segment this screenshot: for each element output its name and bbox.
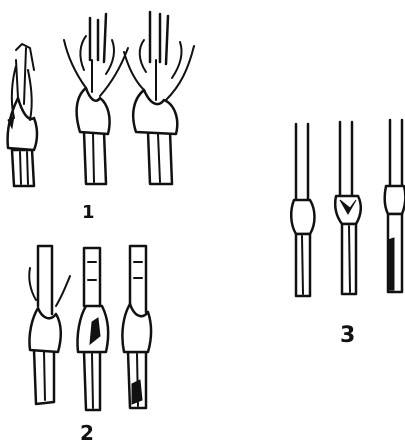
group-1: 1 <box>8 12 194 223</box>
group-3-stage-c <box>385 120 405 292</box>
group-1-label: 1 <box>82 202 95 223</box>
group-2-label: 2 <box>80 421 94 441</box>
group-1-stage-a <box>8 44 37 186</box>
group-1-stage-c <box>124 12 194 184</box>
group-3-label: 3 <box>340 323 355 348</box>
group-2-stage-c <box>122 246 151 408</box>
group-3: 3 <box>291 120 405 348</box>
group-3-stage-b <box>335 122 361 294</box>
group-2: 2 <box>29 246 151 441</box>
group-2-stage-b <box>77 248 108 410</box>
group-2-stage-a <box>29 246 70 404</box>
group-1-stage-b <box>64 14 128 184</box>
group-3-stage-a <box>291 124 314 296</box>
